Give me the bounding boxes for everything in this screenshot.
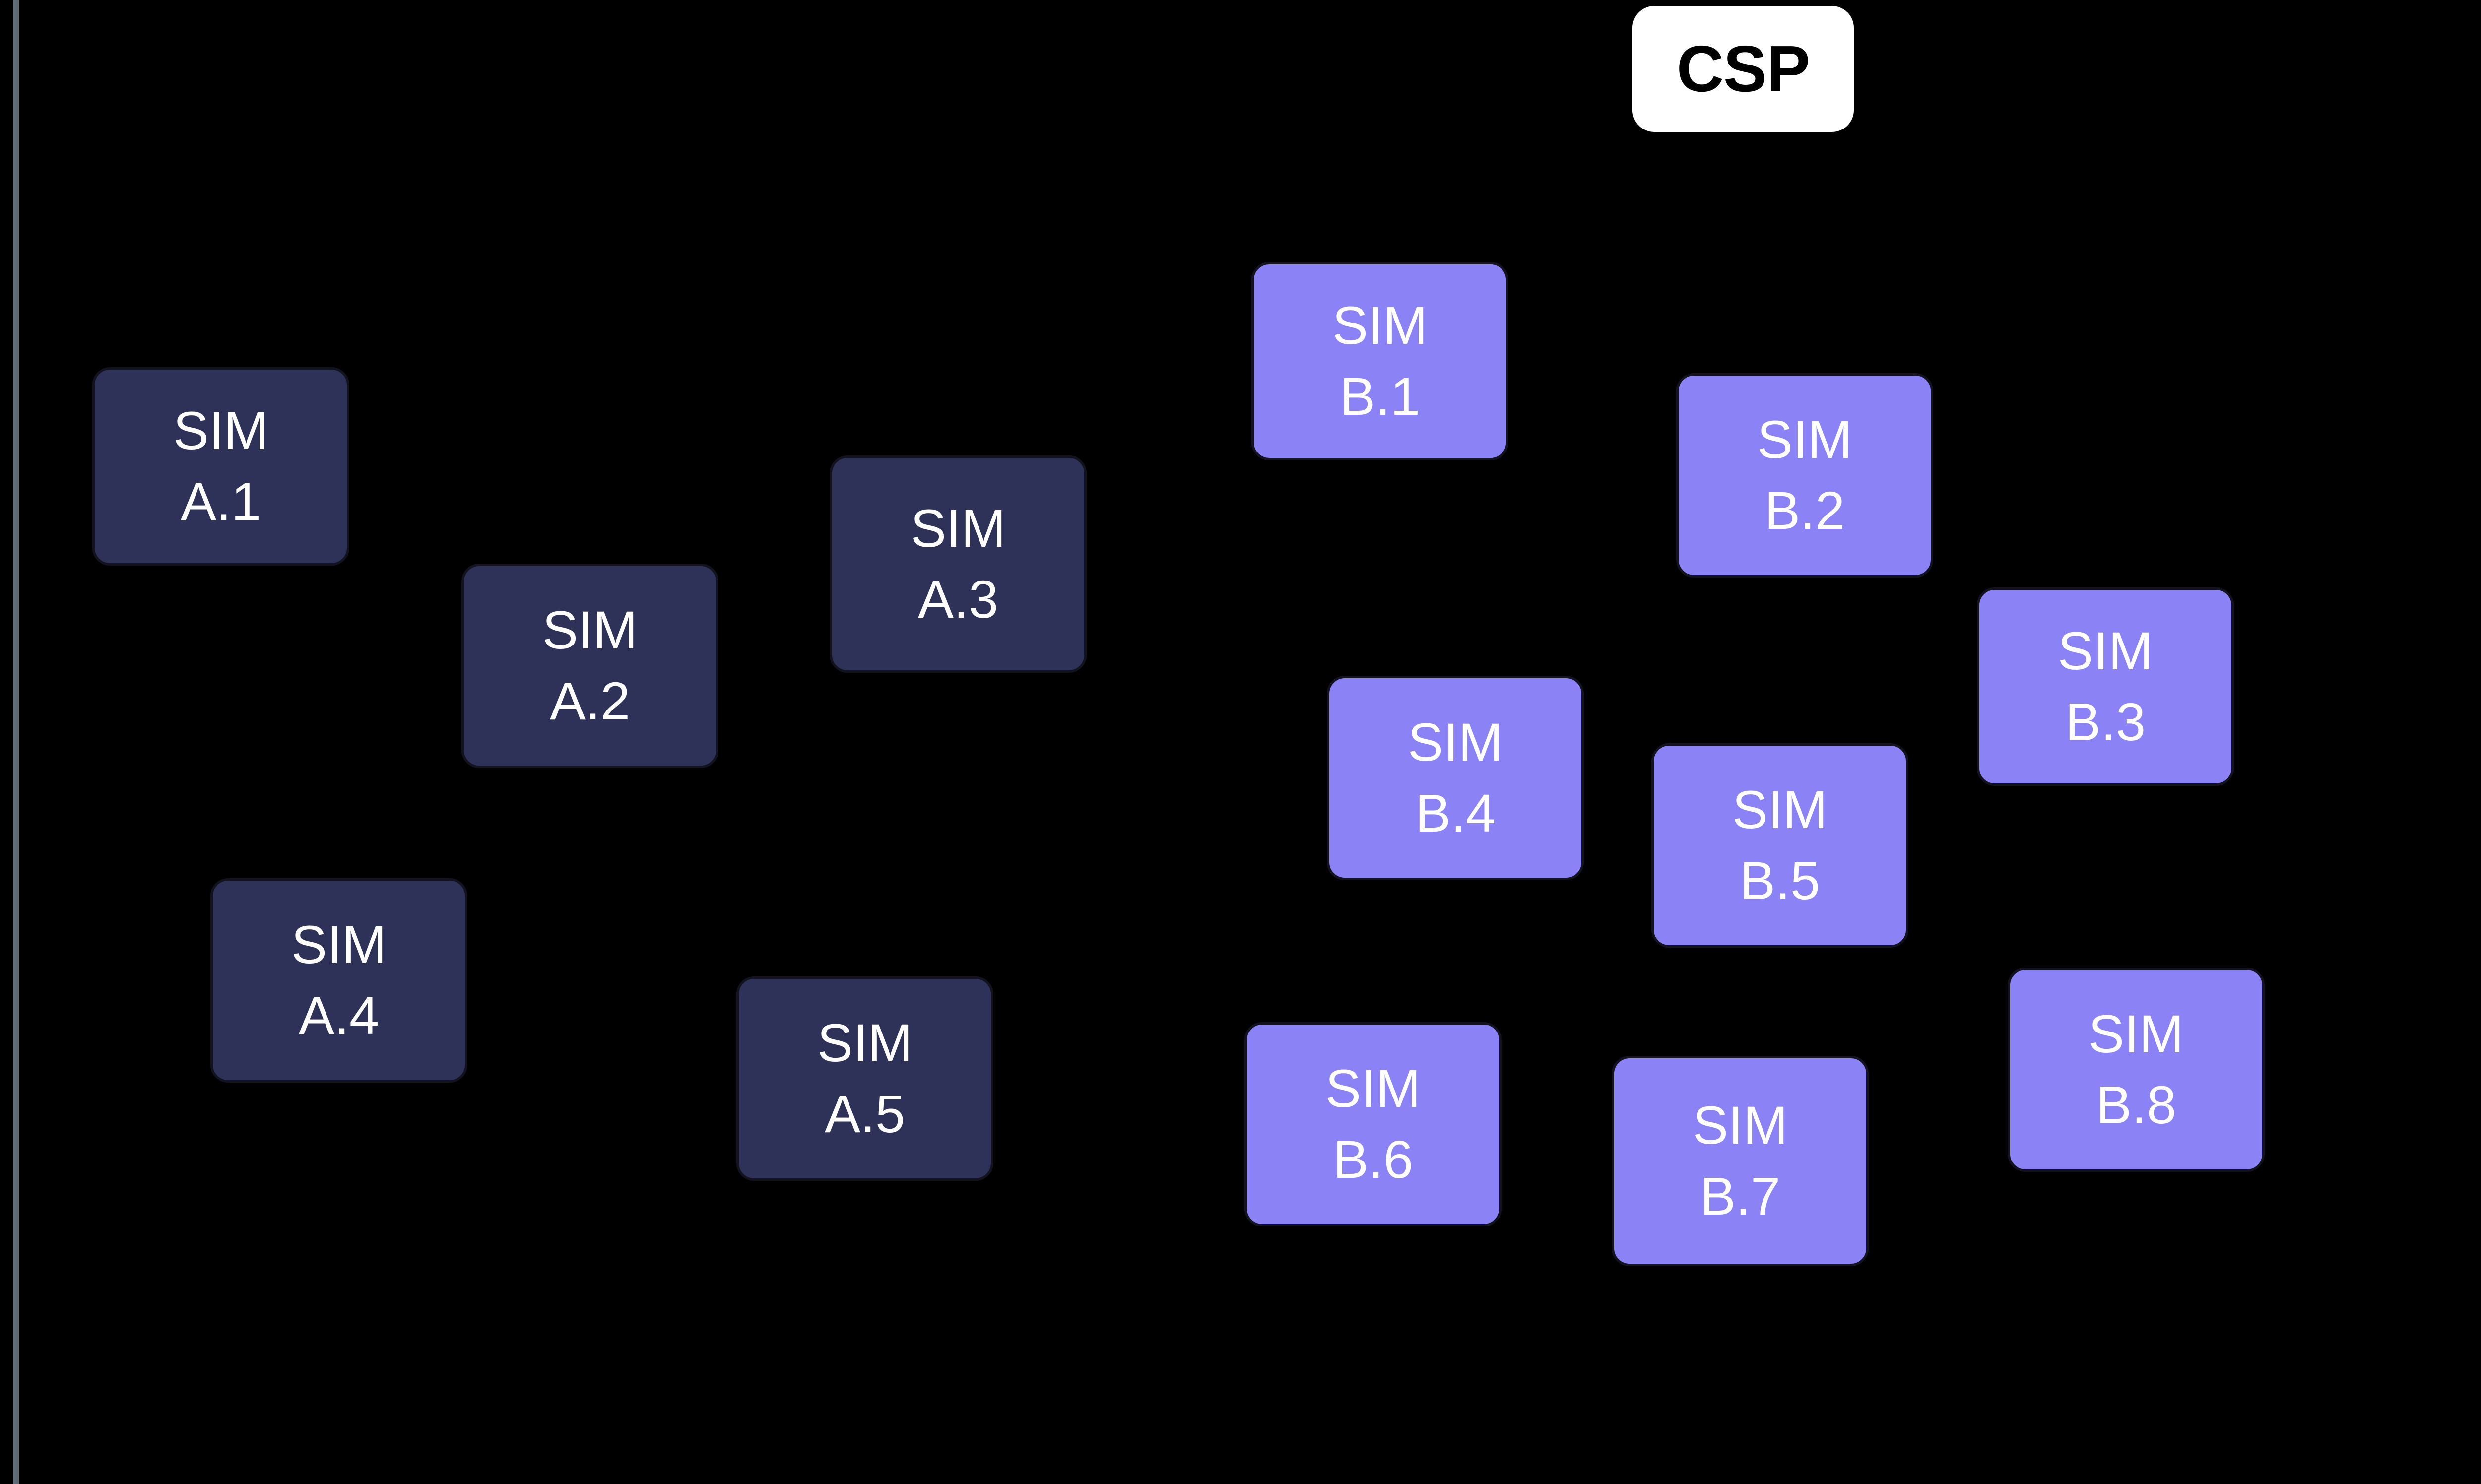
node-sim-a-2[interactable]: SIM A.2 (461, 564, 718, 768)
node-label-line1: SIM (542, 600, 638, 660)
node-label-line2: B.3 (2065, 692, 2146, 752)
node-label-line2: B.6 (1332, 1129, 1414, 1189)
node-label-line2: B.1 (1339, 366, 1421, 426)
node-label-line1: SIM (1407, 712, 1503, 773)
node-label-line1: SIM (1325, 1058, 1421, 1119)
node-label-line1: SIM (1757, 409, 1852, 470)
node-sim-b-3[interactable]: SIM B.3 (1977, 587, 2234, 786)
node-label-line2: A.3 (917, 569, 999, 629)
node-sim-b-8[interactable]: SIM B.8 (2008, 968, 2265, 1172)
node-label-line2: B.5 (1739, 850, 1821, 910)
node-label-line2: B.4 (1415, 783, 1496, 843)
node-label-line1: SIM (1732, 779, 1828, 840)
node-sim-a-4[interactable]: SIM A.4 (210, 878, 467, 1083)
node-label-line2: A.1 (180, 471, 261, 531)
node-label-line1: SIM (2057, 621, 2153, 681)
node-csp-root[interactable]: CSP (1632, 6, 1854, 132)
node-label-line1: SIM (910, 498, 1006, 559)
node-label-line2: B.8 (2095, 1075, 2177, 1135)
node-label-line1: SIM (2088, 1004, 2184, 1064)
node-sim-b-2[interactable]: SIM B.2 (1676, 373, 1933, 578)
node-label-line1: SIM (817, 1013, 913, 1073)
node-sim-a-1[interactable]: SIM A.1 (92, 367, 349, 566)
node-sim-b-4[interactable]: SIM B.4 (1327, 676, 1584, 880)
node-label-line2: A.5 (824, 1084, 906, 1144)
node-sim-a-5[interactable]: SIM A.5 (736, 976, 993, 1181)
node-label-line1: SIM (291, 914, 387, 975)
node-sim-a-3[interactable]: SIM A.3 (830, 455, 1087, 673)
node-label-line1: SIM (1692, 1095, 1788, 1156)
node-sim-b-7[interactable]: SIM B.7 (1612, 1056, 1869, 1266)
node-label-line1: SIM (1332, 295, 1428, 356)
node-label-line1: SIM (173, 400, 268, 461)
node-sim-b-6[interactable]: SIM B.6 (1244, 1022, 1502, 1226)
node-label-line2: A.2 (549, 671, 631, 731)
node-sim-b-1[interactable]: SIM B.1 (1251, 262, 1508, 460)
node-sim-b-5[interactable]: SIM B.5 (1651, 743, 1908, 948)
node-label: CSP (1676, 32, 1810, 105)
left-panel-edge-rule (13, 0, 19, 1484)
node-label-line2: B.7 (1699, 1166, 1781, 1226)
node-label-line2: B.2 (1764, 480, 1845, 540)
node-label-line2: A.4 (298, 985, 380, 1045)
